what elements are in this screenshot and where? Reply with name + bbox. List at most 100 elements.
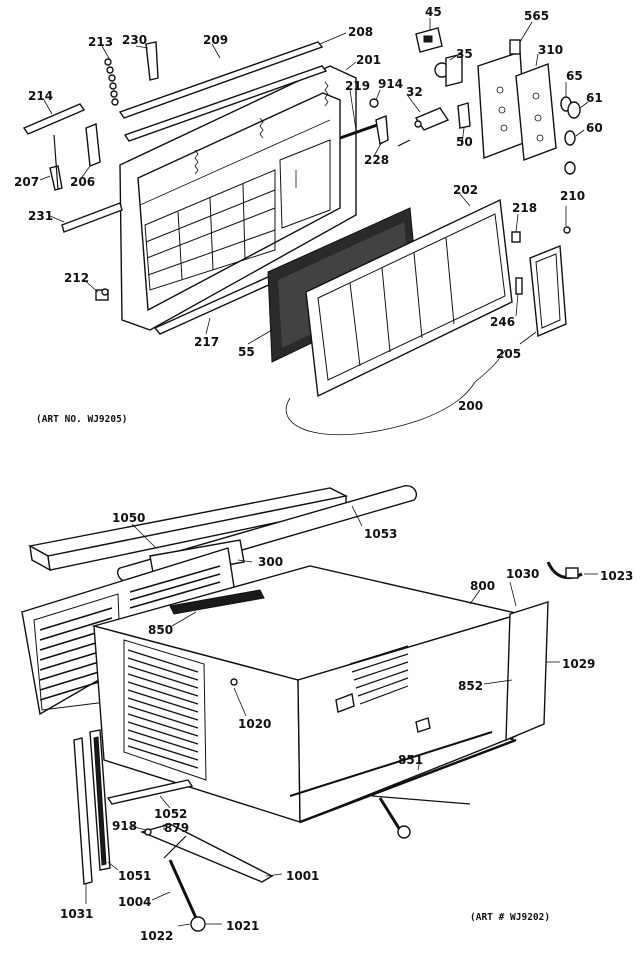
top-rail-209 xyxy=(118,41,324,119)
label-61: 61 xyxy=(586,91,603,105)
label-50: 50 xyxy=(456,135,473,149)
grille-202 xyxy=(305,198,513,398)
label-1031: 1031 xyxy=(60,907,93,921)
side-angle-1051 xyxy=(89,729,111,871)
latch-212 xyxy=(95,288,109,301)
label-1021: 1021 xyxy=(226,919,259,933)
label-1053: 1053 xyxy=(364,527,397,541)
hinge-207 xyxy=(49,165,63,191)
side-angle-1031 xyxy=(73,737,93,885)
label-852: 852 xyxy=(458,679,483,693)
label-310: 310 xyxy=(538,43,563,57)
knob-60 xyxy=(564,130,576,146)
label-208: 208 xyxy=(348,25,373,39)
label-210: 210 xyxy=(560,189,585,203)
label-1051: 1051 xyxy=(118,869,151,883)
art-number-bottom: (ART # WJ9202) xyxy=(470,912,550,923)
label-209: 209 xyxy=(203,33,228,47)
label-213: 213 xyxy=(88,35,113,49)
label-60: 60 xyxy=(586,121,603,135)
rod-219 xyxy=(339,122,381,140)
label-1023: 1023 xyxy=(600,569,633,583)
label-55: 55 xyxy=(238,345,255,359)
part-labels-top: 45 565 213 230 209 208 35 310 201 914 65… xyxy=(14,5,603,413)
knob-61 xyxy=(567,101,581,119)
label-850: 850 xyxy=(148,623,173,637)
access-door-205 xyxy=(529,244,567,338)
bracket-230 xyxy=(145,41,159,81)
label-201: 201 xyxy=(356,53,381,67)
label-217: 217 xyxy=(194,335,219,349)
side-panel-1029 xyxy=(505,601,549,742)
assembly-bracket-200 xyxy=(285,349,506,436)
part-labels-bottom: 1050 1053 1023 300 800 1030 850 1029 852… xyxy=(60,511,633,943)
chain-213 xyxy=(104,58,119,106)
component-32 xyxy=(414,107,450,131)
label-214: 214 xyxy=(28,89,53,103)
knob-extra xyxy=(564,161,576,175)
hinge-206 xyxy=(85,123,101,167)
label-32: 32 xyxy=(406,85,423,99)
label-200: 200 xyxy=(458,399,483,413)
label-1052: 1052 xyxy=(154,807,187,821)
cabinet-assembly-diagram: 1050 1053 1023 300 800 1030 850 1029 852… xyxy=(21,485,633,943)
front-frame-201 xyxy=(119,65,357,331)
rail-231 xyxy=(61,202,123,233)
label-219: 219 xyxy=(345,79,370,93)
strip-850 xyxy=(169,589,265,615)
label-212: 212 xyxy=(64,271,89,285)
thermostat-35 xyxy=(434,53,463,87)
label-205: 205 xyxy=(496,347,521,361)
leader-lines-bottom xyxy=(85,505,598,927)
label-218: 218 xyxy=(512,201,537,215)
clip-218 xyxy=(511,231,521,243)
label-35: 35 xyxy=(456,47,473,61)
label-230: 230 xyxy=(122,33,147,47)
label-207: 207 xyxy=(14,175,39,189)
support-leg-1004 xyxy=(163,835,198,919)
support-rail-1001 xyxy=(139,823,274,883)
leader-lines-top xyxy=(39,18,589,345)
nameplate-310 xyxy=(515,63,557,161)
label-246: 246 xyxy=(490,315,515,329)
cord-1023 xyxy=(546,561,583,580)
strip-214 xyxy=(22,103,86,135)
top-rail-208 xyxy=(123,65,328,142)
switch-45 xyxy=(415,27,443,53)
label-879: 879 xyxy=(164,821,189,835)
label-202: 202 xyxy=(453,183,478,197)
label-1050: 1050 xyxy=(112,511,145,525)
label-300: 300 xyxy=(258,555,283,569)
screw-914 xyxy=(369,98,379,108)
foot-stand-right xyxy=(371,795,471,839)
strip-1052 xyxy=(106,779,194,805)
label-1001: 1001 xyxy=(286,869,319,883)
label-851: 851 xyxy=(398,753,423,767)
foot-1021 xyxy=(190,916,206,932)
label-231: 231 xyxy=(28,209,53,223)
nut-918 xyxy=(144,828,152,836)
label-1030: 1030 xyxy=(506,567,539,581)
plug-1023 xyxy=(565,567,579,579)
label-65: 65 xyxy=(566,69,583,83)
label-206: 206 xyxy=(70,175,95,189)
label-1004: 1004 xyxy=(118,895,151,909)
front-grille-assembly-diagram: 45 565 213 230 209 208 35 310 201 914 65… xyxy=(14,5,603,436)
label-1022: 1022 xyxy=(140,929,173,943)
cabinet-800 xyxy=(91,565,523,824)
label-228: 228 xyxy=(364,153,389,167)
label-914: 914 xyxy=(378,77,403,91)
frame-louver-grid xyxy=(144,169,276,291)
label-800: 800 xyxy=(470,579,495,593)
screw-210 xyxy=(563,226,571,234)
label-918: 918 xyxy=(112,819,137,833)
label-45: 45 xyxy=(425,5,442,19)
label-565: 565 xyxy=(524,9,549,23)
bracket-228 xyxy=(375,114,389,146)
label-1029: 1029 xyxy=(562,657,595,671)
pin-246 xyxy=(515,277,523,295)
label-1020: 1020 xyxy=(238,717,271,731)
knob-50 xyxy=(457,102,471,129)
art-number-top: (ART NO. WJ9205) xyxy=(36,414,128,425)
